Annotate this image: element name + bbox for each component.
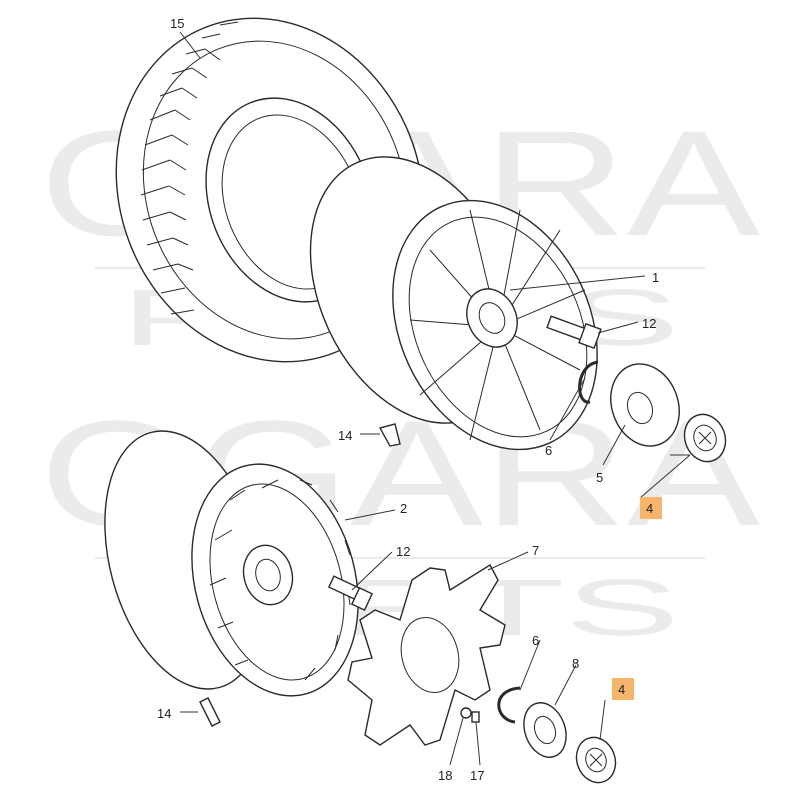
callout-5: 5 xyxy=(596,470,603,485)
balance-weight-part-14-bottom[interactable] xyxy=(199,697,221,727)
callout-18: 18 xyxy=(438,768,452,783)
center-disc-part-5[interactable] xyxy=(600,354,691,456)
wheel-bolt-part-12-bottom[interactable] xyxy=(327,575,374,612)
callout-labels: 15 1 12 14 6 5 4 2 12 7 6 8 4 14 18 17 xyxy=(157,16,662,783)
screw-part-17[interactable] xyxy=(471,711,480,723)
callout-4-bottom-highlight xyxy=(612,678,634,700)
hub-cap-part-4-bottom[interactable] xyxy=(570,732,621,788)
callout-4-top: 4 xyxy=(646,501,653,516)
retaining-ring-part-6-bottom[interactable] xyxy=(497,686,521,724)
wheel-bolt-part-12-top[interactable] xyxy=(546,315,602,350)
callout-1: 1 xyxy=(652,270,659,285)
callout-14-bottom: 14 xyxy=(157,706,171,721)
callout-6-bottom: 6 xyxy=(532,633,539,648)
cap-insert-part-8[interactable] xyxy=(517,697,574,763)
callout-17: 17 xyxy=(470,768,484,783)
callout-12-bottom: 12 xyxy=(396,544,410,559)
callout-14-top: 14 xyxy=(338,428,352,443)
washer-part-18[interactable] xyxy=(460,707,472,719)
callout-4-bottom: 4 xyxy=(618,682,625,697)
leader-lines xyxy=(179,31,691,766)
hub-cap-part-4-top[interactable] xyxy=(678,409,732,468)
wheel-trim-part-7[interactable] xyxy=(347,564,506,746)
callout-8: 8 xyxy=(572,656,579,671)
alloy-spokes xyxy=(409,209,586,441)
callout-7: 7 xyxy=(532,543,539,558)
callout-4-top-highlight xyxy=(640,497,662,519)
steel-wheel-part-2[interactable] xyxy=(78,413,382,715)
retaining-ring-part-6-top[interactable] xyxy=(578,360,599,404)
balance-weight-part-14-top[interactable] xyxy=(378,423,401,447)
callout-15: 15 xyxy=(170,16,184,31)
tire-tread xyxy=(140,21,239,315)
callout-2: 2 xyxy=(400,501,407,516)
alloy-wheel-part-1[interactable] xyxy=(270,123,636,483)
steel-wheel-slots xyxy=(209,479,351,681)
callout-6-top: 6 xyxy=(545,443,552,458)
callout-12-top: 12 xyxy=(642,316,656,331)
